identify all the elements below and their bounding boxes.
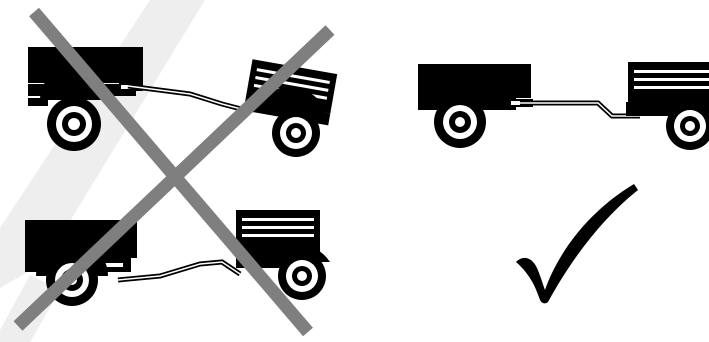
correct-example — [418, 62, 709, 150]
check-mark-icon — [516, 184, 638, 303]
incorrect-example-bottom — [25, 210, 330, 306]
